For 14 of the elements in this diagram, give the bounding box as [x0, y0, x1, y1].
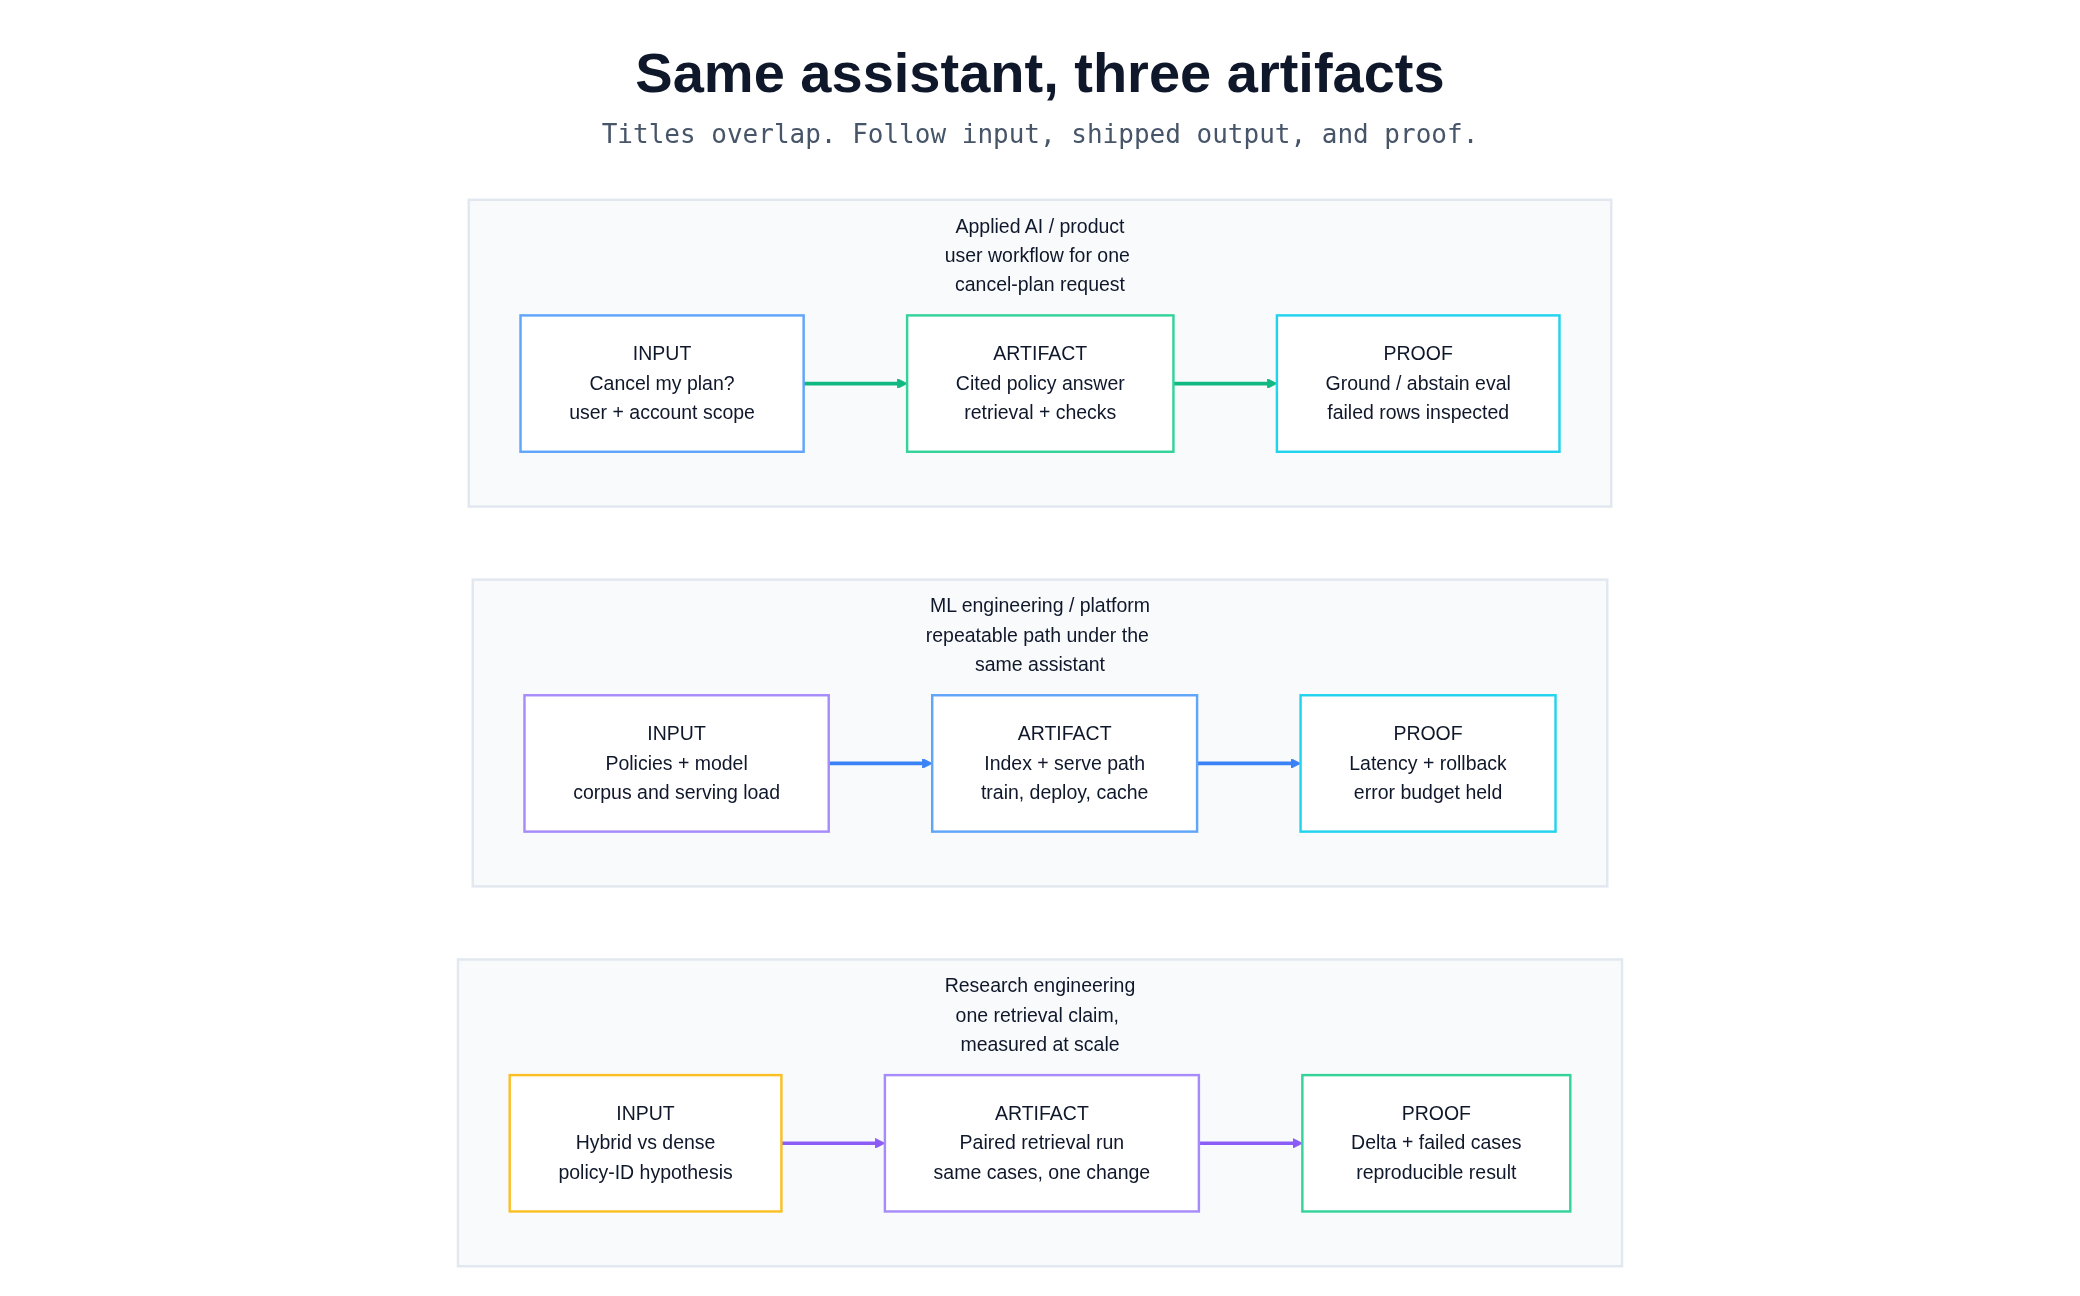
node-box: INPUT Hybrid vs dense policy-ID hypothesis [508, 1073, 783, 1213]
node-box: PROOF Delta + failed cases reproducible result [1301, 1073, 1572, 1213]
node-box: INPUT Policies + model corpus and serving load [523, 694, 830, 833]
subtitle: Titles overlap. Follow input, shipped output, and proof. [601, 119, 1479, 149]
arrow [828, 758, 933, 769]
arrow [803, 378, 908, 389]
node-box: INPUT Cancel my plan? user + account scope [519, 314, 805, 453]
node-box: PROOF Ground / abstain eval failed rows inspected [1275, 314, 1561, 453]
title: Same assistant, three artifacts [635, 40, 1445, 105]
node-box: ARTIFACT Cited policy answer retrieval + checks [905, 314, 1175, 453]
arrow [1198, 1137, 1303, 1149]
node-box: ARTIFACT Paired retrieval run same cases, one change [883, 1073, 1201, 1213]
node-box: ARTIFACT Index + serve path train, deploy, cache [931, 694, 1199, 833]
node-box: PROOF Latency + rollback error budget held [1299, 694, 1557, 833]
